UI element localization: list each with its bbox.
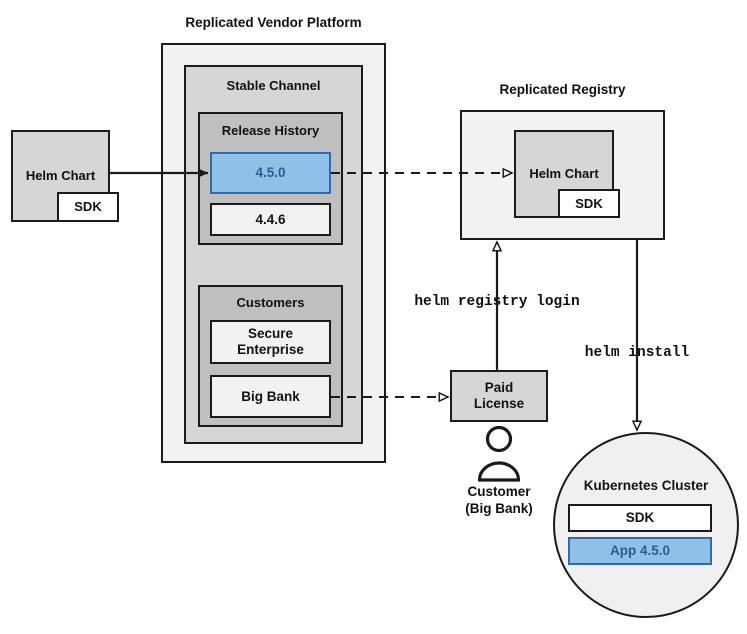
kubernetes-cluster-label: Kubernetes Cluster (583, 478, 709, 493)
registry-sdk-label: SDK (575, 195, 603, 211)
cluster-component-label: App 4.5.0 (609, 543, 671, 559)
source-sdk-label: SDK (74, 199, 102, 215)
customer-item-secure-enterprise[interactable]: Secure Enterprise (210, 320, 331, 364)
customer-item-big-bank[interactable]: Big Bank (210, 375, 331, 418)
registry-sdk-box: SDK (558, 189, 620, 218)
customers-label: Customers (236, 295, 305, 310)
paid-license-label: Paid License (473, 380, 525, 411)
registry-helm-chart-label: Helm Chart (529, 166, 599, 181)
person-icon (470, 425, 528, 482)
helm-registry-login-label: helm registry login (414, 294, 580, 310)
release-version-label: 4.5.0 (255, 165, 286, 181)
helm-install-label: helm install (584, 345, 690, 361)
customer-actor-label-line2: (Big Bank) (465, 501, 533, 516)
customer-item-label: Secure Enterprise (237, 326, 304, 357)
source-helm-chart-label: Helm Chart (25, 168, 96, 183)
paid-license-box: Paid License (450, 370, 548, 422)
cluster-component-label: SDK (625, 510, 655, 526)
release-item-4-4-6[interactable]: 4.4.6 (210, 203, 331, 236)
registry-title: Replicated Registry (499, 82, 626, 97)
release-item-4-5-0[interactable]: 4.5.0 (210, 152, 331, 194)
release-history-label: Release History (221, 123, 320, 138)
customer-actor-label-line1: Customer (467, 484, 531, 499)
source-sdk-box: SDK (57, 192, 119, 222)
cluster-component-sdk: SDK (568, 504, 712, 532)
vendor-platform-title: Replicated Vendor Platform (185, 15, 362, 30)
stable-channel-label: Stable Channel (226, 78, 321, 93)
release-version-label: 4.4.6 (255, 211, 286, 227)
cluster-component-app: App 4.5.0 (568, 537, 712, 565)
customer-item-label: Big Bank (241, 388, 300, 404)
